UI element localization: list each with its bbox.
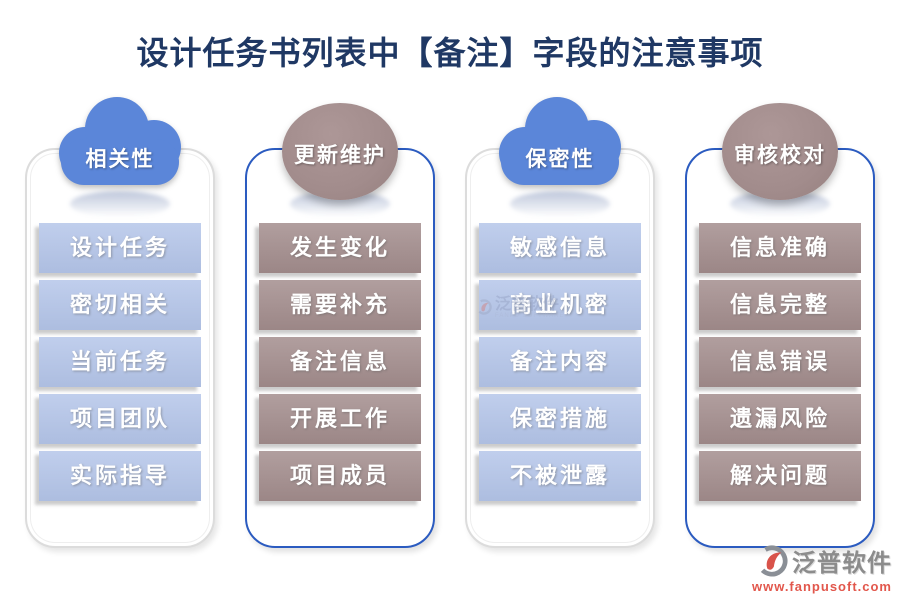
list-item: 不被泄露 xyxy=(479,451,641,501)
column-header-relevance: 相关性 xyxy=(55,95,185,187)
list-item: 信息完整 xyxy=(699,280,861,330)
list-item: 项目成员 xyxy=(259,451,421,501)
list-item: 当前任务 xyxy=(39,337,201,387)
list-item: 项目团队 xyxy=(39,394,201,444)
column-confidentiality: 保密性 敏感信息 商业机密 备注内容 保密措施 不被泄露 xyxy=(465,95,655,555)
item-list: 设计任务 密切相关 当前任务 项目团队 实际指导 xyxy=(25,223,215,508)
watermark-logo-icon xyxy=(476,299,492,315)
column-header-confidentiality: 保密性 xyxy=(495,95,625,187)
list-item: 开展工作 xyxy=(259,394,421,444)
cloud-icon xyxy=(499,97,621,185)
list-item: 信息准确 xyxy=(699,223,861,273)
brand-name: 泛普软件 xyxy=(792,550,892,577)
column-header-label: 相关性 xyxy=(85,147,155,171)
column-header-label: 更新维护 xyxy=(294,143,386,167)
column-header-update: 更新维护 xyxy=(282,103,398,200)
header-reflection xyxy=(510,191,610,217)
watermark-subtext: FANPU SOFTWARE xyxy=(495,313,565,319)
list-item: 商业机密 xyxy=(479,280,641,330)
watermark: 泛普软件 FANPU SOFTWARE xyxy=(476,297,564,319)
list-item: 解决问题 xyxy=(699,451,861,501)
column-update-maintenance: 更新维护 发生变化 需要补充 备注信息 开展工作 项目成员 xyxy=(245,95,435,555)
column-header-label: 保密性 xyxy=(525,147,595,171)
list-item: 密切相关 xyxy=(39,280,201,330)
list-item: 实际指导 xyxy=(39,451,201,501)
page-title: 设计任务书列表中【备注】字段的注意事项 xyxy=(136,35,764,71)
brand-logo-icon xyxy=(756,544,788,577)
cloud-icon xyxy=(59,97,181,185)
column-review-proofread: 审核校对 信息准确 信息完整 信息错误 遗漏风险 解决问题 xyxy=(685,95,875,555)
list-item: 敏感信息 xyxy=(479,223,641,273)
list-item: 遗漏风险 xyxy=(699,394,861,444)
list-item: 需要补充 xyxy=(259,280,421,330)
list-item: 保密措施 xyxy=(479,394,641,444)
item-list: 信息准确 信息完整 信息错误 遗漏风险 解决问题 xyxy=(685,223,875,508)
brand-url: www.fanpusoft.com xyxy=(751,579,892,594)
item-list: 发生变化 需要补充 备注信息 开展工作 项目成员 xyxy=(245,223,435,508)
list-item: 设计任务 xyxy=(39,223,201,273)
column-header-label: 审核校对 xyxy=(734,143,826,167)
list-item: 发生变化 xyxy=(259,223,421,273)
item-list: 敏感信息 商业机密 备注内容 保密措施 不被泄露 xyxy=(465,223,655,508)
brand-logo: 泛普软件 www.fanpusoft.com xyxy=(752,543,892,594)
watermark-name: 泛普软件 xyxy=(495,296,560,313)
column-relevance: 相关性 设计任务 密切相关 当前任务 项目团队 实际指导 xyxy=(25,95,215,555)
list-item: 备注信息 xyxy=(259,337,421,387)
column-header-review: 审核校对 xyxy=(722,103,838,200)
list-item: 信息错误 xyxy=(699,337,861,387)
list-item: 备注内容 xyxy=(479,337,641,387)
header-reflection xyxy=(70,191,170,217)
